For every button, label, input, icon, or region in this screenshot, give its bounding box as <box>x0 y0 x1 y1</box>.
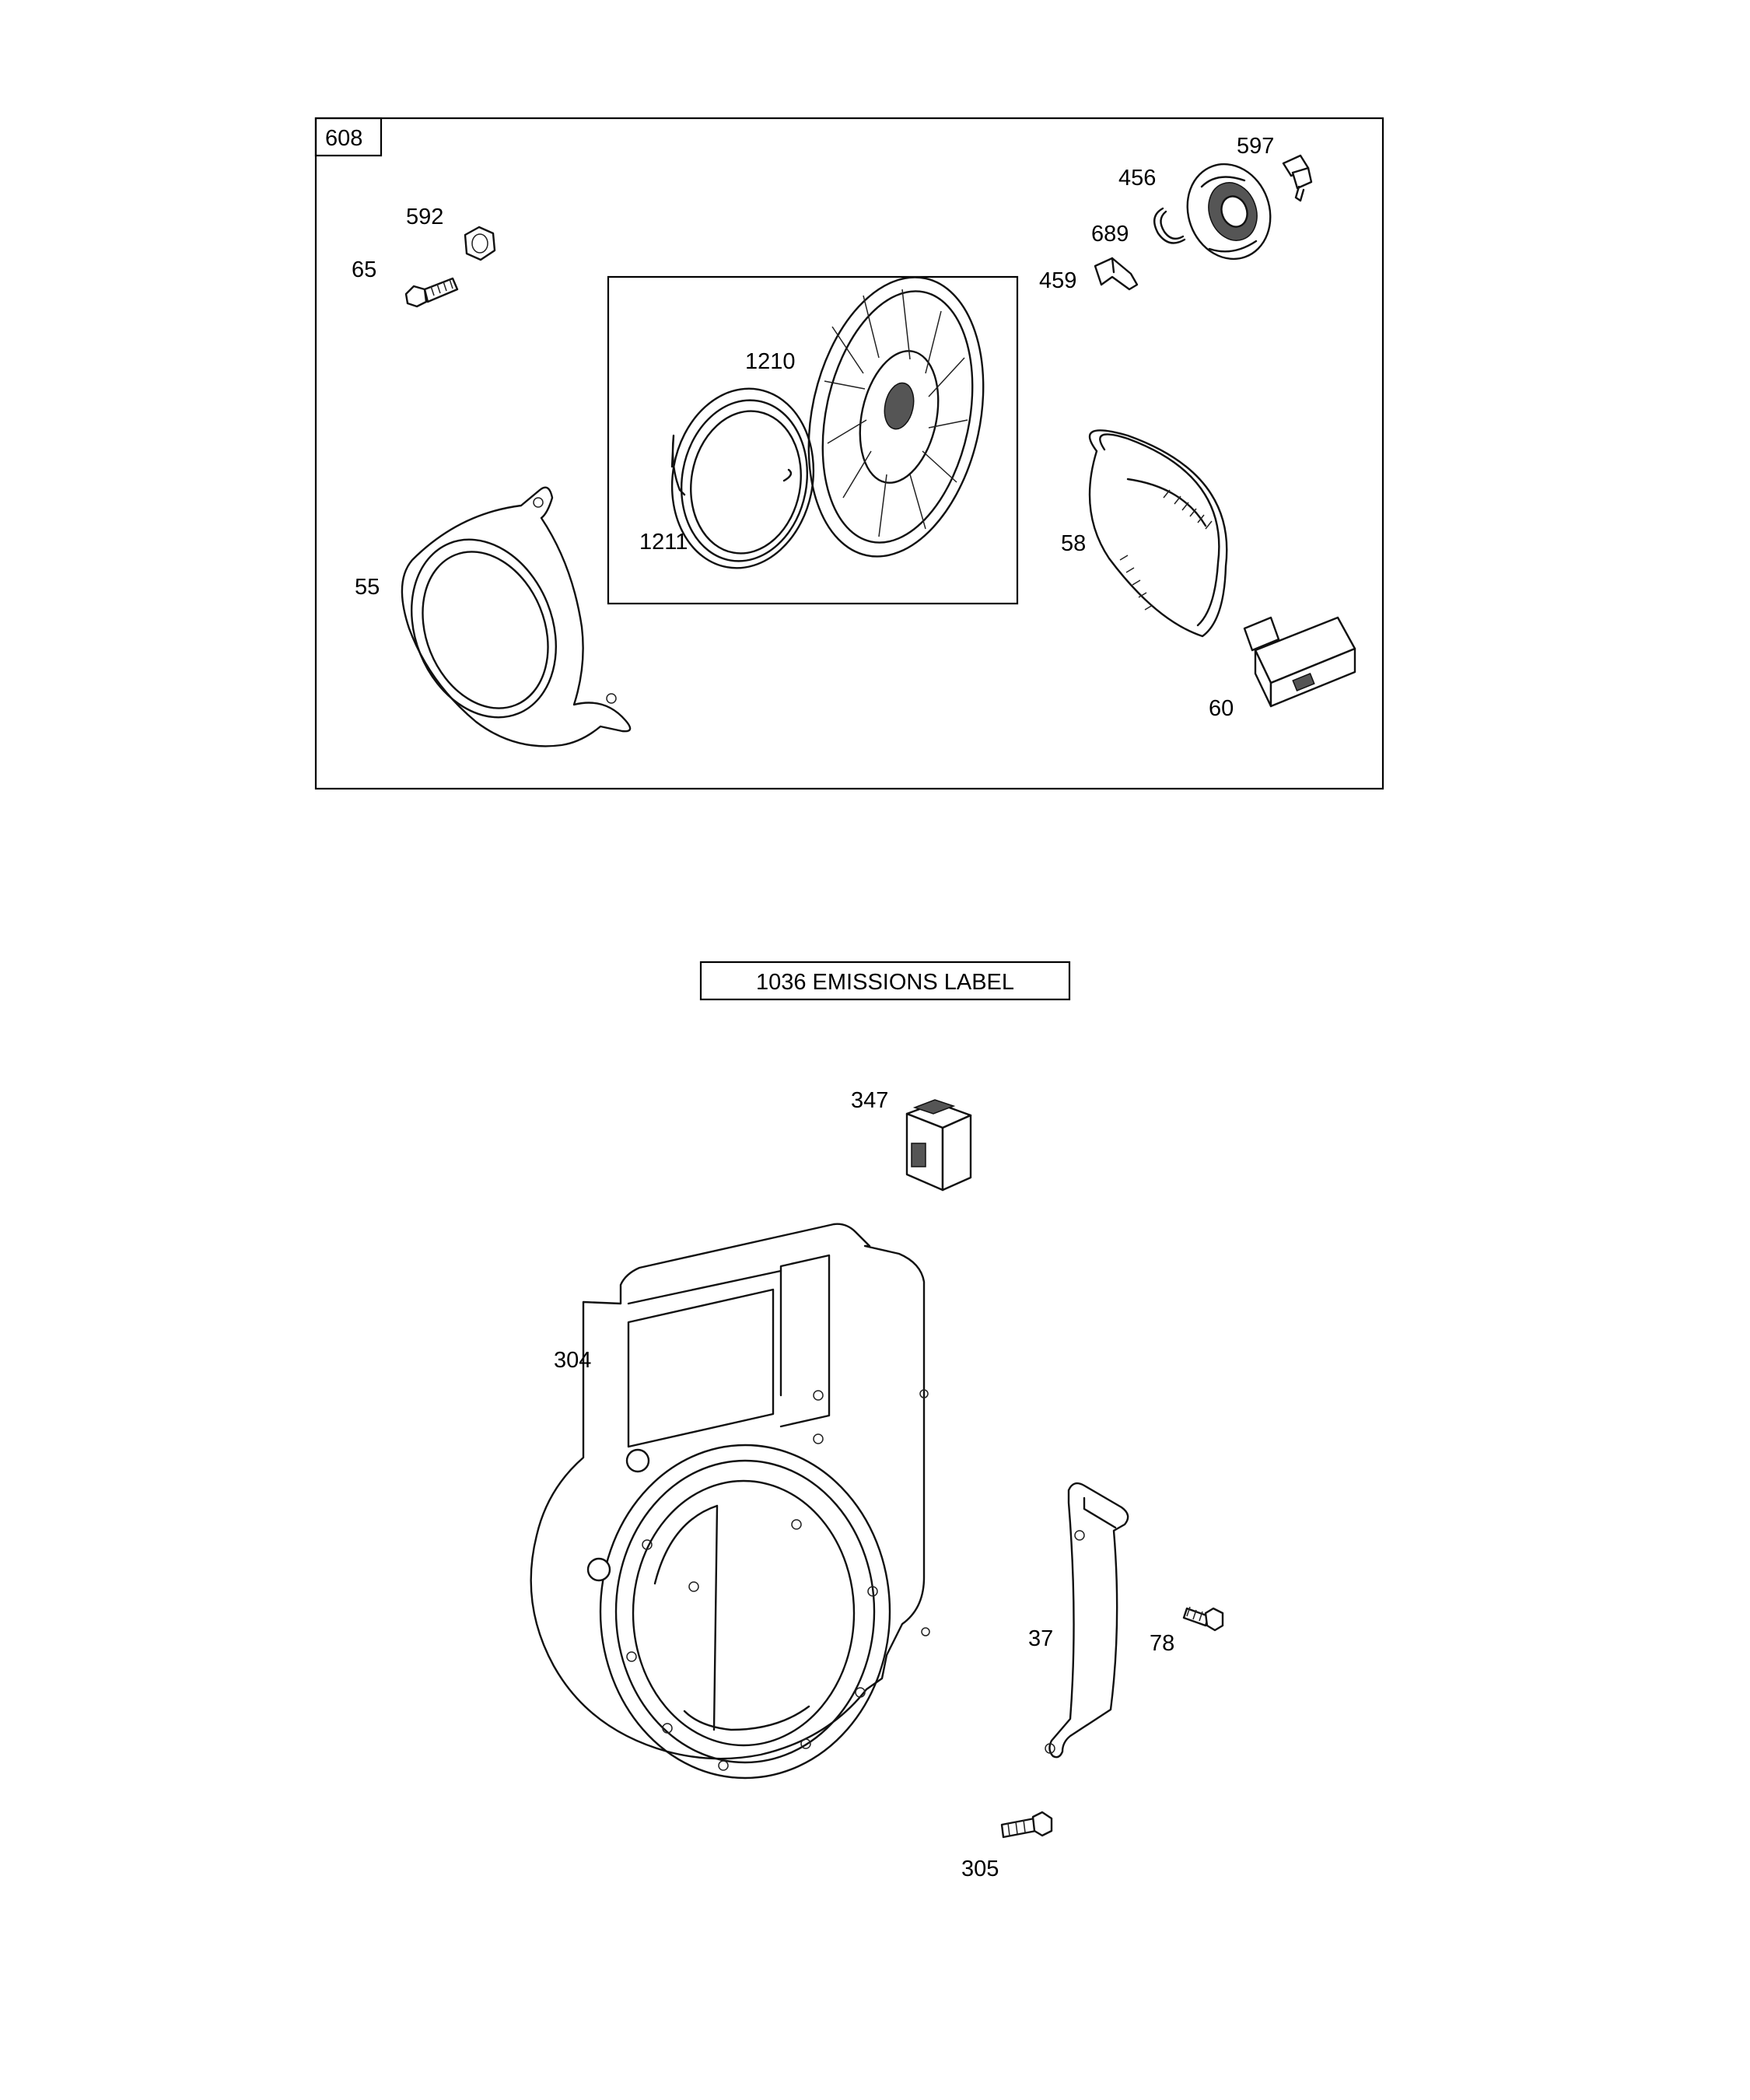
kit-608-tag <box>314 117 383 157</box>
part-55-starter-housing: 55 <box>355 486 632 747</box>
rewind-starter-kit-group: 608 <box>314 117 1384 790</box>
label-456: 456 <box>1118 166 1156 191</box>
part-58-rope: 58 <box>1061 429 1228 638</box>
label-58: 58 <box>1061 531 1086 556</box>
label-305: 305 <box>961 1857 999 1881</box>
part-689-ring: 689 <box>1091 207 1186 247</box>
label-55: 55 <box>355 575 380 600</box>
part-456-ratchet-cup: 456 <box>1118 163 1272 261</box>
part-347-block: 347 <box>851 1088 972 1192</box>
part-60-handle: 60 <box>1209 616 1356 721</box>
part-1210-pulley: 1210 <box>745 276 985 558</box>
label-65: 65 <box>352 257 376 282</box>
emissions-label-text: 1036 EMISSIONS LABEL <box>756 970 1014 995</box>
emissions-label-box: 1036 EMISSIONS LABEL <box>699 961 1071 1001</box>
label-1211: 1211 <box>639 530 688 555</box>
emissions-label-frame <box>699 961 1071 1001</box>
part-78-screw: 78 <box>1150 1606 1224 1656</box>
label-689: 689 <box>1091 222 1129 247</box>
part-305-screw: 305 <box>961 1811 1053 1881</box>
part-1211-spring: 1211 <box>639 387 815 569</box>
label-37: 37 <box>1028 1626 1053 1651</box>
part-65-screw: 65 <box>352 257 459 308</box>
kit-608-frame <box>314 117 1384 790</box>
label-1210: 1210 <box>745 349 796 374</box>
part-459-pawl: 459 <box>1039 257 1139 293</box>
label-347: 347 <box>851 1088 888 1113</box>
label-597: 597 <box>1237 134 1274 159</box>
part-304-blower-housing: 304 <box>530 1223 930 1780</box>
label-60: 60 <box>1209 696 1234 721</box>
part-592-nut: 592 <box>406 205 496 261</box>
label-304: 304 <box>554 1348 591 1373</box>
part-597-pin: 597 <box>1237 134 1313 202</box>
label-78: 78 <box>1150 1631 1174 1656</box>
label-459: 459 <box>1039 268 1076 293</box>
label-592: 592 <box>406 205 443 229</box>
pulley-spring-subframe <box>607 275 1019 605</box>
kit-608-label: 608 <box>325 126 362 151</box>
part-37-bracket: 37 <box>1028 1482 1129 1759</box>
